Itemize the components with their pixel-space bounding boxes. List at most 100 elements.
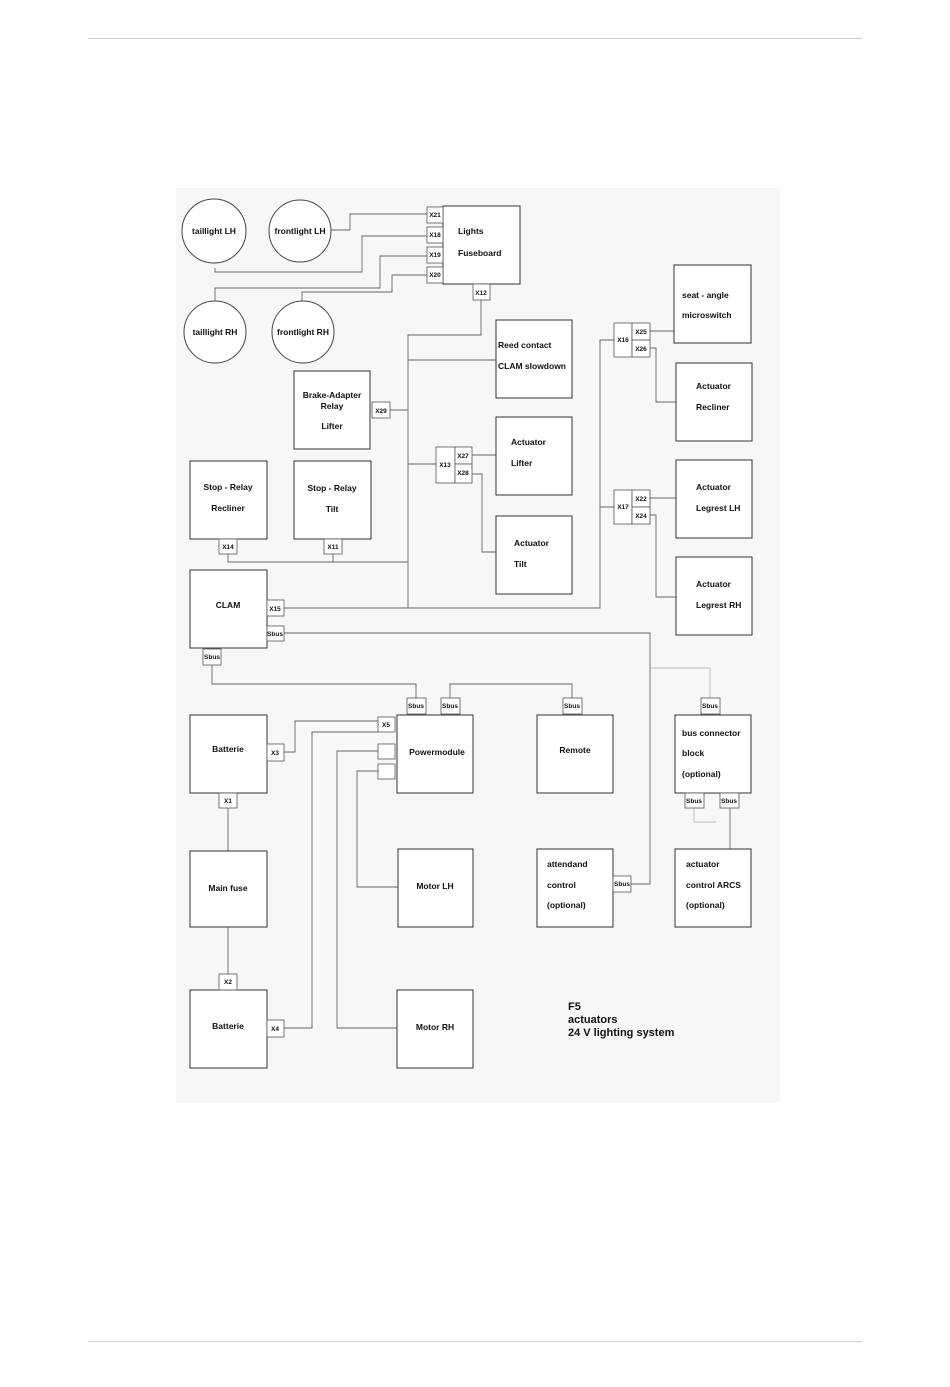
svg-text:Recliner: Recliner: [211, 503, 245, 513]
frontlight-lh: frontlight LH: [268, 199, 332, 263]
svg-text:Actuator: Actuator: [696, 381, 732, 391]
svg-text:X11: X11: [327, 544, 339, 551]
connector-x13: X13: [435, 446, 456, 484]
svg-text:seat - angle: seat - angle: [682, 290, 729, 300]
connector-x18: X18: [426, 226, 444, 244]
diagram-caption: F5 actuators 24 V lighting system: [568, 1001, 675, 1039]
svg-text:X28: X28: [457, 470, 469, 477]
connector-x5: X5: [377, 716, 396, 733]
svg-text:X22: X22: [635, 496, 647, 503]
connector-x16: X16: [613, 322, 633, 358]
svg-text:24 V lighting system: 24 V lighting system: [568, 1027, 675, 1039]
svg-text:taillight LH: taillight LH: [192, 226, 236, 236]
svg-text:Actuator: Actuator: [696, 482, 732, 492]
svg-text:Fuseboard: Fuseboard: [458, 248, 501, 258]
svg-text:Motor RH: Motor RH: [416, 1022, 454, 1032]
svg-text:X20: X20: [429, 272, 441, 279]
svg-text:Legrest LH: Legrest LH: [696, 503, 740, 513]
connector-sbus-clam-bottom: Sbus: [202, 648, 222, 666]
svg-text:Actuator: Actuator: [514, 538, 550, 548]
actuator-tilt: Actuator Tilt: [495, 515, 573, 595]
svg-text:X25: X25: [635, 329, 647, 336]
frontlight-rh: frontlight RH: [271, 300, 335, 364]
svg-text:Sbus: Sbus: [204, 654, 220, 661]
svg-text:X24: X24: [635, 513, 647, 520]
svg-text:Sbus: Sbus: [408, 703, 424, 710]
svg-text:X15: X15: [269, 606, 281, 613]
svg-text:X14: X14: [222, 544, 234, 551]
bus-connector-block: bus connector block (optional): [674, 714, 752, 794]
svg-text:Stop - Relay: Stop - Relay: [307, 483, 356, 493]
actuator-control-arcs: actuator control ARCS (optional): [674, 848, 752, 928]
connector-pins: X21 X18 X19 X20 X12 X16 X25 X26 X29 X13 …: [202, 206, 740, 1038]
svg-text:X5: X5: [382, 722, 390, 729]
svg-text:Tilt: Tilt: [326, 504, 339, 514]
svg-text:X29: X29: [375, 408, 387, 415]
svg-text:Lifter: Lifter: [511, 458, 533, 468]
svg-text:CLAM: CLAM: [216, 600, 241, 610]
svg-text:Lights: Lights: [458, 226, 484, 236]
svg-text:Lifter: Lifter: [321, 421, 343, 431]
remote: Remote: [536, 714, 614, 794]
svg-text:Legrest RH: Legrest RH: [696, 600, 741, 610]
seat-angle-microswitch: seat - angle microswitch: [673, 264, 752, 344]
connector-sbus-remote: Sbus: [562, 697, 583, 715]
connector-x26: X26: [631, 339, 651, 358]
stop-relay-tilt: Stop - Relay Tilt: [293, 460, 372, 540]
taillight-rh: taillight RH: [183, 300, 247, 364]
svg-text:Sbus: Sbus: [614, 881, 630, 888]
svg-text:X4: X4: [271, 1026, 279, 1033]
connector-sbus-busblock-2: Sbus: [719, 792, 740, 809]
svg-text:X13: X13: [439, 462, 451, 469]
connector-x27: X27: [454, 446, 473, 465]
stop-relay-recliner: Stop - Relay Recliner: [189, 460, 268, 540]
motor-lh: Motor LH: [397, 848, 474, 928]
svg-text:Main fuse: Main fuse: [208, 883, 247, 893]
connector-sbus-busblock-1: Sbus: [684, 792, 705, 809]
connector-sbus-power-2: Sbus: [440, 697, 461, 715]
svg-text:control ARCS: control ARCS: [686, 880, 741, 890]
svg-text:X26: X26: [635, 346, 647, 353]
svg-text:Powermodule: Powermodule: [409, 747, 465, 757]
connector-x15: X15: [266, 599, 285, 617]
svg-text:control: control: [547, 880, 576, 890]
clam: CLAM: [189, 569, 268, 649]
batterie-upper: Batterie: [189, 714, 268, 794]
svg-text:Sbus: Sbus: [702, 703, 718, 710]
lights-fuseboard: Lights Fuseboard: [442, 205, 521, 285]
svg-text:Sbus: Sbus: [442, 703, 458, 710]
svg-text:Sbus: Sbus: [564, 703, 580, 710]
connector-pm-motor-lh: [377, 763, 396, 780]
motor-rh: Motor RH: [396, 989, 474, 1069]
svg-text:(optional): (optional): [686, 900, 725, 910]
main-fuse: Main fuse: [189, 850, 268, 928]
connector-x22: X22: [631, 489, 651, 508]
svg-text:Recliner: Recliner: [696, 402, 730, 412]
brake-adapter-relay-lifter: Brake-Adapter Relay Lifter: [293, 370, 371, 450]
svg-text:Tilt: Tilt: [514, 559, 527, 569]
connector-x25: X25: [631, 322, 651, 341]
powermodule: Powermodule: [396, 714, 474, 794]
svg-text:X2: X2: [224, 979, 232, 986]
svg-text:Stop - Relay: Stop - Relay: [203, 482, 252, 492]
svg-text:block: block: [682, 748, 704, 758]
svg-text:F5: F5: [568, 1001, 581, 1013]
actuator-lifter: Actuator Lifter: [495, 416, 573, 496]
svg-text:X27: X27: [457, 453, 469, 460]
svg-text:frontlight LH: frontlight LH: [275, 226, 326, 236]
svg-text:frontlight RH: frontlight RH: [277, 327, 329, 337]
svg-text:microswitch: microswitch: [682, 310, 732, 320]
svg-text:actuator: actuator: [686, 859, 720, 869]
connector-x19: X19: [426, 246, 444, 264]
taillight-lh: taillight LH: [181, 198, 247, 264]
connector-x11: X11: [323, 538, 343, 555]
connector-x3: X3: [266, 743, 285, 762]
svg-text:Remote: Remote: [559, 745, 590, 755]
svg-text:Actuator: Actuator: [696, 579, 732, 589]
header-rule: [88, 38, 862, 39]
svg-text:Sbus: Sbus: [721, 798, 737, 805]
connector-x21: X21: [426, 206, 444, 224]
connector-sbus-power-1: Sbus: [406, 697, 427, 715]
connector-sbus-attendant: Sbus: [612, 875, 632, 893]
